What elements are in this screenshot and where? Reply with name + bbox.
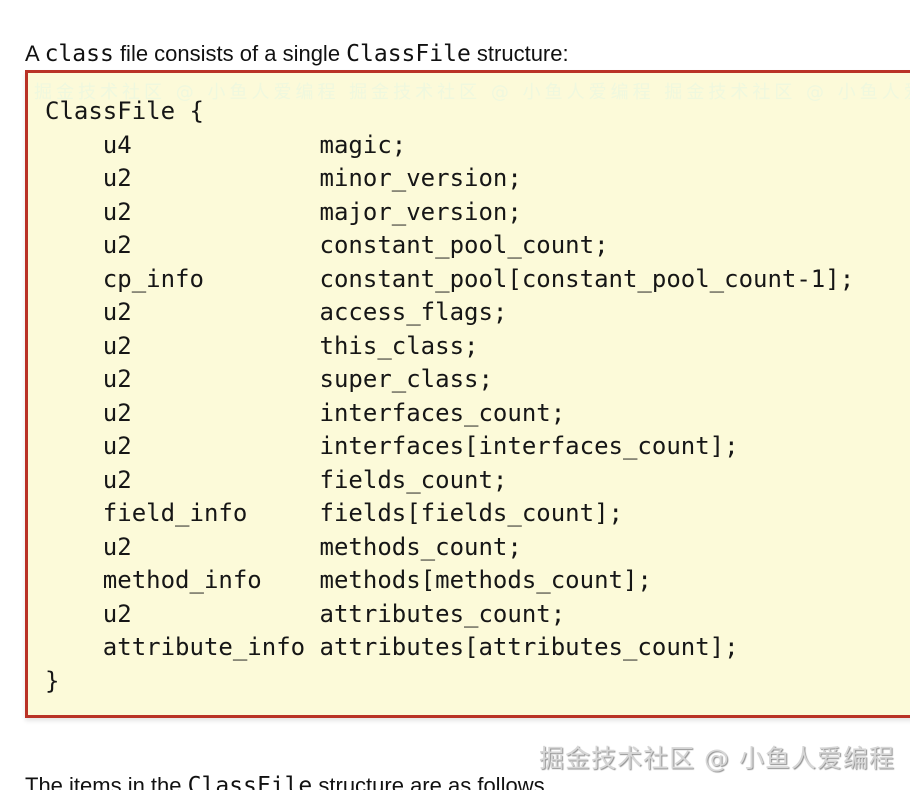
code-line: u2 fields_count; xyxy=(45,465,508,494)
code-line: u2 interfaces[interfaces_count]; xyxy=(45,432,739,460)
code-line: attribute_info attributes[attributes_cou… xyxy=(45,633,739,661)
code-line: u2 interfaces_count; xyxy=(45,398,566,427)
inline-code-classfile: ClassFile xyxy=(187,773,313,790)
classfile-code-block: 掘金技术社区 @ 小鱼人爱编程 掘金技术社区 @ 小鱼人爱编程 掘金技术社区 @… xyxy=(25,70,910,718)
code-line: u2 this_class; xyxy=(45,331,479,360)
footer-text: The items in the xyxy=(25,773,188,790)
intro-text: A xyxy=(25,41,45,66)
code-line: u2 major_version; xyxy=(45,197,522,226)
code-line: } xyxy=(45,666,60,695)
footer-paragraph: The items in the ClassFile structure are… xyxy=(25,772,551,790)
code-line: u2 constant_pool_count; xyxy=(45,231,609,259)
inline-code-class: class xyxy=(44,41,114,67)
code-line: u2 super_class; xyxy=(45,365,493,393)
code-line: u2 minor_version; xyxy=(45,164,522,192)
inline-code-classfile: ClassFile xyxy=(346,41,471,67)
intro-text: file consists of a single xyxy=(113,41,347,66)
intro-paragraph: A class file consists of a single ClassF… xyxy=(25,40,569,68)
intro-text: structure: xyxy=(470,41,569,66)
code-line: field_info fields[fields_count]; xyxy=(45,499,623,527)
code-line: u2 attributes_count; xyxy=(45,599,566,628)
code-pre: ClassFile { u4 magic; u2 minor_version; … xyxy=(28,73,910,698)
code-line: ClassFile { xyxy=(45,97,204,125)
site-watermark: 掘金技术社区 @ 小鱼人爱编程 xyxy=(539,744,895,773)
code-line: u4 magic; xyxy=(45,130,407,159)
code-line: method_info methods[methods_count]; xyxy=(45,566,652,594)
code-line: cp_info constant_pool[constant_pool_coun… xyxy=(45,264,855,293)
footer-text: structure are as follows. xyxy=(312,773,551,790)
code-line: u2 methods_count; xyxy=(45,532,522,561)
code-line: u2 access_flags; xyxy=(45,298,508,326)
